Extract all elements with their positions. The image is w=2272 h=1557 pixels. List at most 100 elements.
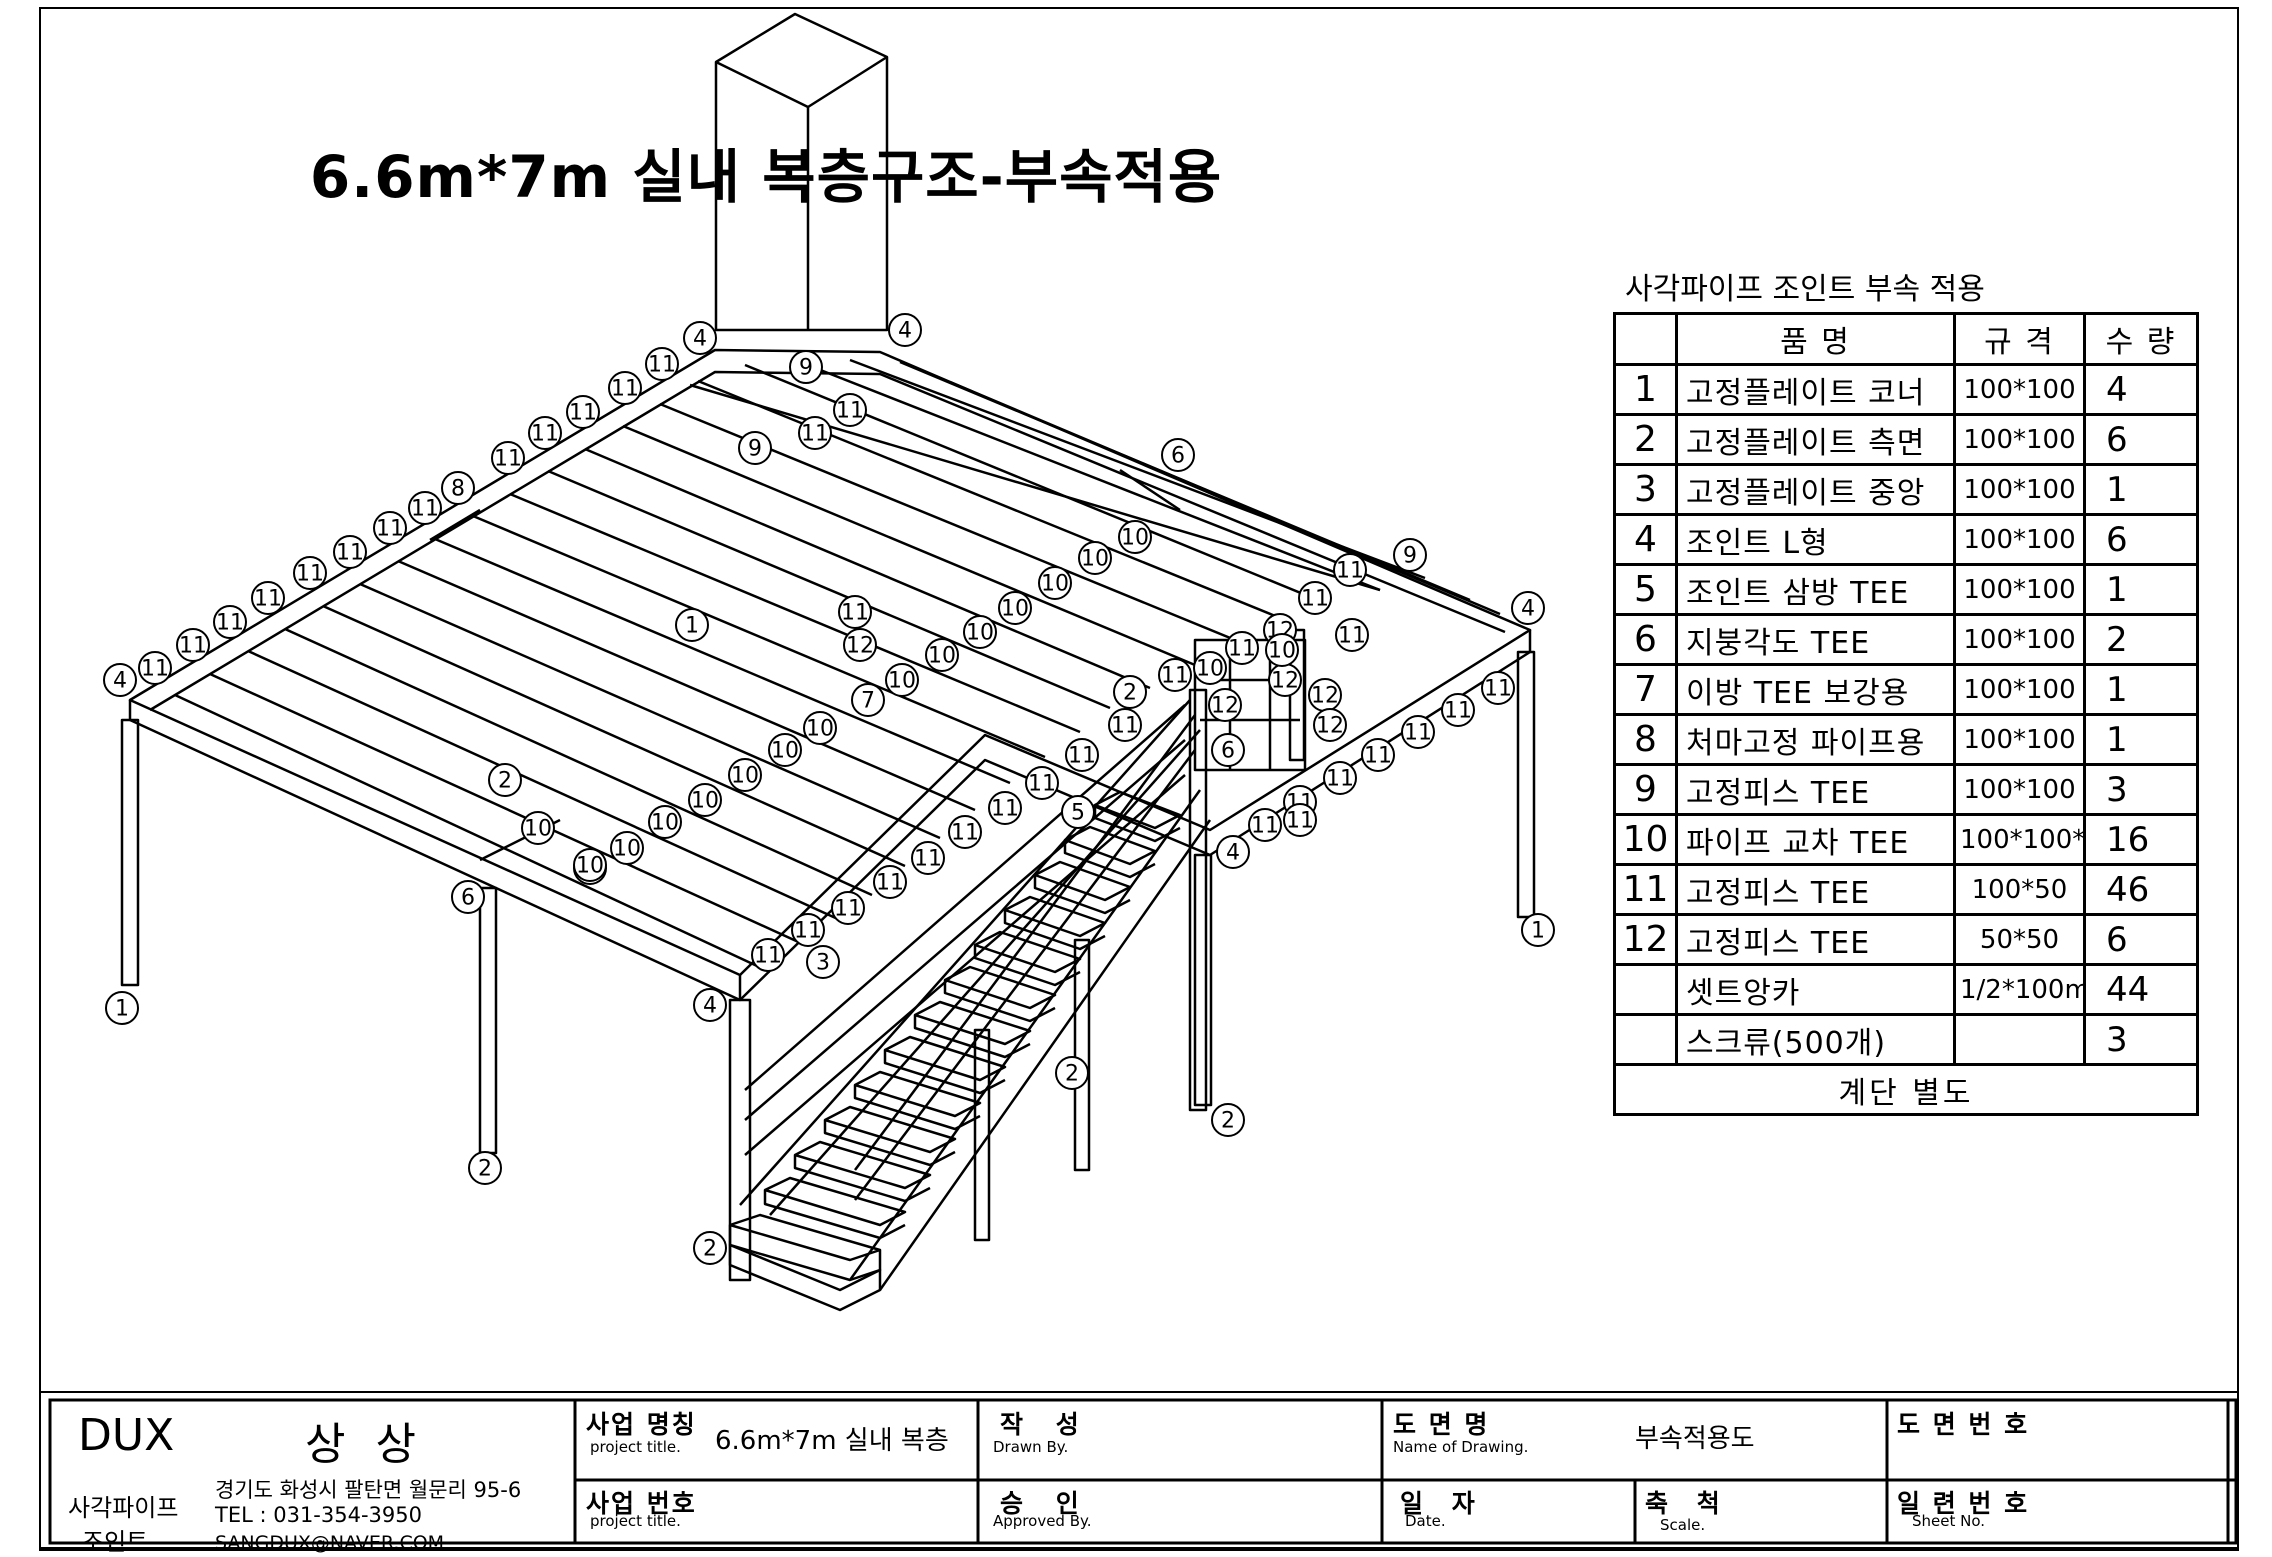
callout-marker: 11 <box>1481 671 1515 705</box>
callout-marker: 11 <box>1441 693 1475 727</box>
company-type-line1: 사각파이프 <box>68 1494 179 1522</box>
project-name-value: 6.6m*7m 실내 복층 <box>715 1426 949 1456</box>
part-spec: 100*100*50 <box>1953 813 2086 866</box>
part-name: 고정피스 TEE <box>1675 913 1956 966</box>
part-name: 셋트앙카 <box>1675 963 1956 1016</box>
callout-marker: 12 <box>843 628 877 662</box>
callout-marker: 11 <box>1298 581 1332 615</box>
callout-marker: 11 <box>833 393 867 427</box>
leg <box>728 998 752 1282</box>
part-name: 고정플레이트 코너 <box>1675 363 1956 416</box>
part-name: 고정플레이트 측면 <box>1675 413 1956 466</box>
callout-marker: 10 <box>1078 541 1112 575</box>
sheet-border <box>39 7 2239 1549</box>
callout-number: 10 <box>888 669 916 694</box>
callout-number: 11 <box>179 634 207 659</box>
callout-number: 11 <box>141 657 169 682</box>
part-name: 스크류(500개) <box>1675 1013 1956 1066</box>
callout-marker: 8 <box>441 471 475 505</box>
company-logo: DUX <box>78 1410 175 1461</box>
callout-marker: 10 <box>521 811 555 845</box>
callout-number: 11 <box>1444 699 1472 724</box>
drawing-name-label: 도 면 명 <box>1393 1410 1490 1439</box>
callout-marker: 11 <box>1361 738 1395 772</box>
sheet-no-sub: Sheet No. <box>1912 1512 1986 1530</box>
callout-number: 11 <box>1338 624 1366 649</box>
callout-marker: 12 <box>1308 678 1342 712</box>
parts-footer: 계단 별도 <box>1613 1063 2199 1116</box>
part-name: 고정플레이트 중앙 <box>1675 463 1956 516</box>
callout-number: 11 <box>1028 772 1056 797</box>
part-qty: 44 <box>2083 963 2199 1016</box>
company-type-line2: 조인트 <box>82 1528 149 1556</box>
callout-marker: 10 <box>998 591 1032 625</box>
header-spec: 규 격 <box>1953 312 2086 366</box>
part-spec: 100*100 <box>1953 713 2086 766</box>
callout-number: 11 <box>914 847 942 872</box>
callout-marker: 2 <box>1113 675 1147 709</box>
part-number: 5 <box>1613 563 1678 616</box>
part-number: 8 <box>1613 713 1678 766</box>
drawing-no-label: 도 면 번 호 <box>1897 1410 2030 1439</box>
part-qty: 4 <box>2083 363 2199 416</box>
drawn-sub: Drawn By. <box>993 1438 1069 1456</box>
part-number: 1 <box>1613 363 1678 416</box>
callout-number: 10 <box>691 789 719 814</box>
callout-number: 11 <box>876 871 904 896</box>
part-qty: 6 <box>2083 413 2199 466</box>
part-number: 7 <box>1613 663 1678 716</box>
leg <box>120 718 140 987</box>
callout-marker: 11 <box>831 891 865 925</box>
callout-marker: 11 <box>1158 658 1192 692</box>
part-name: 조인트 L형 <box>1675 513 1956 566</box>
callout-number: 10 <box>1268 639 1296 664</box>
header-name: 품 명 <box>1675 312 1956 366</box>
part-name: 고정피스 TEE <box>1675 863 1956 916</box>
callout-number: 10 <box>1001 597 1029 622</box>
callout-number: 6 <box>461 886 475 911</box>
part-name: 처마고정 파이프용 <box>1675 713 1956 766</box>
leg <box>1193 853 1213 1107</box>
callout-marker: 11 <box>948 815 982 849</box>
callout-number: 4 <box>693 327 707 352</box>
scale-label: 축 척 <box>1645 1489 1730 1518</box>
callout-marker: 11 <box>1333 553 1367 587</box>
parts-header-row: 품 명 규 격 수 량 <box>1613 312 2199 366</box>
callout-number: 7 <box>861 689 875 714</box>
callout-number: 11 <box>794 919 822 944</box>
callout-number: 11 <box>1326 767 1354 792</box>
callout-number: 10 <box>731 764 759 789</box>
callout-number: 11 <box>569 401 597 426</box>
callout-number: 10 <box>1041 572 1069 597</box>
callout-number: 4 <box>898 319 912 344</box>
callout-marker: 10 <box>885 663 919 697</box>
callout-marker: 11 <box>608 371 642 405</box>
callout-number: 2 <box>1221 1109 1235 1134</box>
callout-number: 10 <box>966 621 994 646</box>
callout-number: 12 <box>1311 684 1339 709</box>
header-no <box>1613 312 1678 366</box>
leg <box>1073 938 1091 1172</box>
callout-number: 10 <box>928 644 956 669</box>
part-qty: 6 <box>2083 513 2199 566</box>
callout-marker: 1 <box>675 608 709 642</box>
callout-marker: 6 <box>451 880 485 914</box>
part-spec: 1/2*100mm <box>1953 963 2086 1016</box>
part-qty: 1 <box>2083 663 2199 716</box>
callout-marker: 4 <box>1511 591 1545 625</box>
callout-marker: 11 <box>1335 618 1369 652</box>
callout-marker: 2 <box>488 763 522 797</box>
sheet-no-label: 일 련 번 호 <box>1897 1489 2030 1518</box>
callout-marker: 10 <box>610 831 644 865</box>
callout-marker: 2 <box>468 1151 502 1185</box>
callout-number: 10 <box>524 817 552 842</box>
callout-marker: 10 <box>728 758 762 792</box>
part-number: 4 <box>1613 513 1678 566</box>
approved-sub: Approved By. <box>993 1512 1092 1530</box>
